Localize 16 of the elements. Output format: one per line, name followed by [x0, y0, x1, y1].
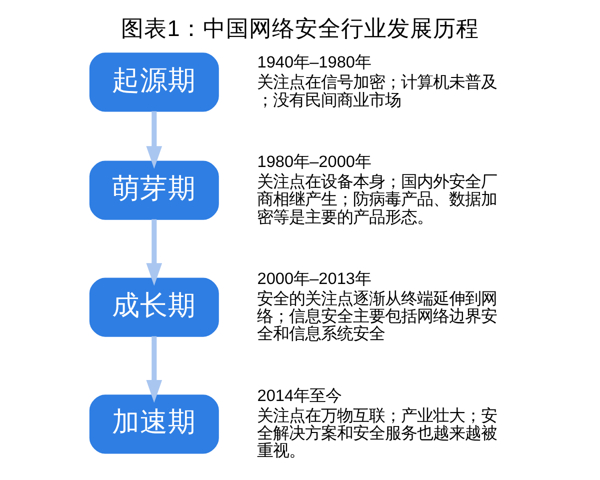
node-box: 萌芽期 — [89, 160, 219, 220]
node-label: 关注点在万物互联；产业壮大；安全解决方案和安全服务也越来越被重视。 — [257, 406, 498, 460]
node-box: 加速期 — [89, 394, 219, 454]
node-label: 1940年–1980年 — [257, 54, 371, 72]
arrow — [146, 219, 162, 286]
node-label: 关注点在设备本身；国内外安全厂商相继产生；防病毒产品、数据加密等是主要的产品形态。 — [257, 173, 498, 226]
arrow — [146, 111, 162, 169]
node-box: 起源期 — [89, 52, 219, 112]
node-label: 2014年至今 — [257, 386, 342, 405]
diagram-title: 图表1：中国网络安全行业发展历程 — [121, 16, 479, 42]
node-label: 1980年–2000年 — [257, 152, 371, 171]
node-label: 2000年–2013年 — [257, 270, 371, 288]
node-box: 成长期 — [89, 278, 219, 337]
node-label: 安全的关注点逐渐从终端延伸到网络；信息安全主要包括网络边界安全和信息系统安全 — [257, 290, 498, 344]
node-label: 关注点在信号加密；计算机未普及；没有民间商业市场 — [257, 74, 498, 110]
arrow — [146, 336, 162, 403]
